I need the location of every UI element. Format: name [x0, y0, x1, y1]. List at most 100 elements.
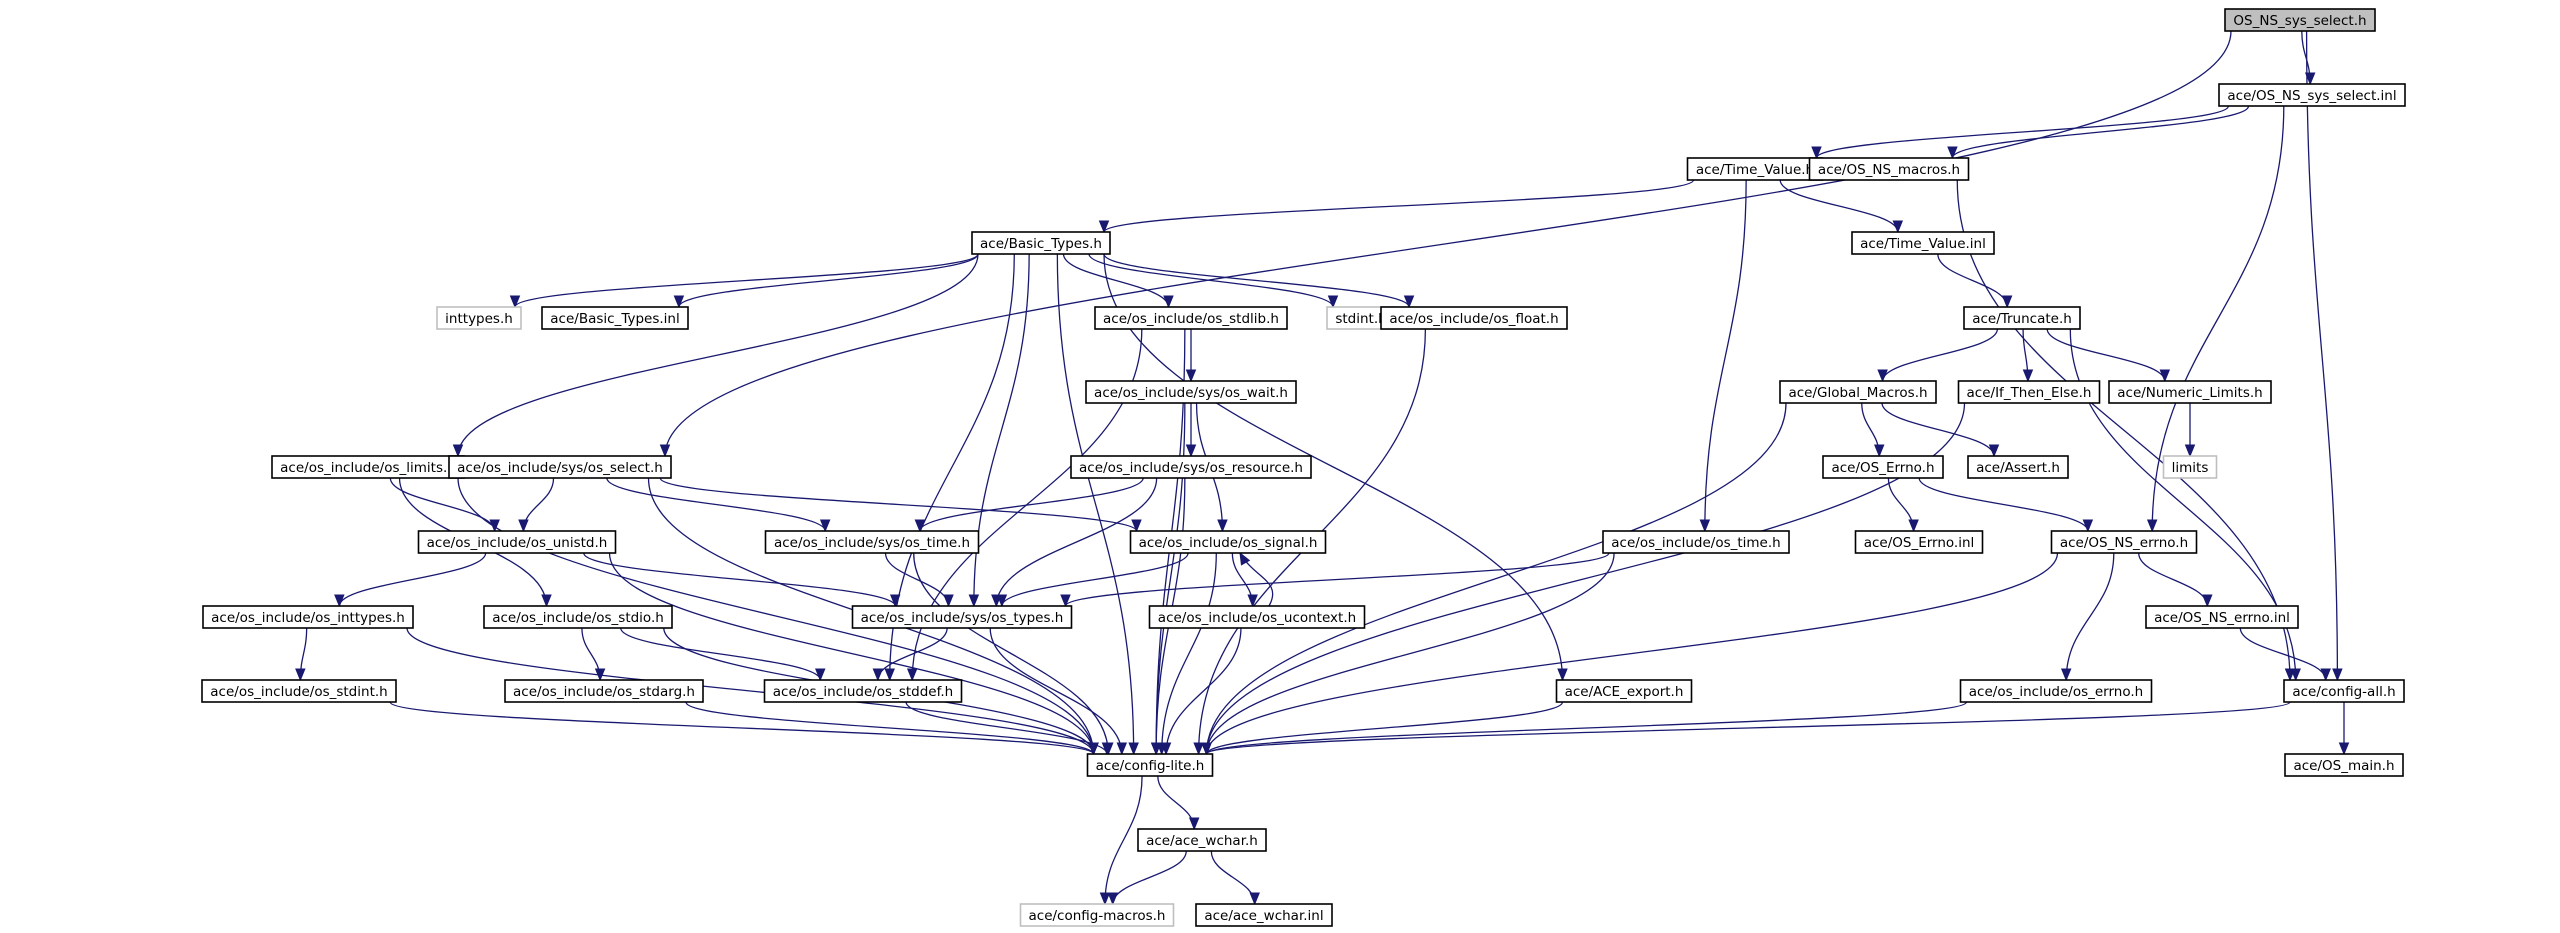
- node-os-select[interactable]: ace/os_include/sys/os_select.h: [448, 455, 672, 479]
- node-label: ace/config-all.h: [2292, 684, 2395, 700]
- node-time-value-inl[interactable]: ace/Time_Value.inl: [1851, 231, 1995, 255]
- edge-line: [664, 30, 2232, 457]
- node-box: [851, 605, 1073, 629]
- node-box: [1129, 530, 1327, 554]
- node-box: [417, 530, 617, 554]
- node-label: ace/config-macros.h: [1029, 908, 1166, 924]
- node-box: [1019, 903, 1175, 927]
- node-os-stdarg[interactable]: ace/os_include/os_stdarg.h: [504, 679, 704, 703]
- node-os-ns-errno-inl[interactable]: ace/OS_NS_errno.inl: [2145, 605, 2299, 629]
- node-os-wait[interactable]: ace/os_include/sys/os_wait.h: [1085, 380, 1297, 404]
- node-box: [2162, 455, 2218, 479]
- arrowhead: [2146, 519, 2158, 533]
- node-box: [448, 455, 672, 479]
- node-os-unistd[interactable]: ace/os_include/os_unistd.h: [417, 530, 617, 554]
- edge-line: [1088, 253, 1334, 308]
- arrowhead: [541, 594, 552, 608]
- node-os-ucontext[interactable]: ace/os_include/os_ucontext.h: [1148, 605, 1366, 629]
- edge-os-signal-to-os-types: [996, 552, 1189, 608]
- edge-line: [1956, 179, 2291, 681]
- edge-os-ns-errno-h-to-os-errno: [2060, 552, 2115, 682]
- arrowhead: [1699, 519, 1711, 533]
- node-ace-export[interactable]: ace/ACE_export.h: [1555, 679, 1693, 703]
- edge-line: [995, 477, 1158, 607]
- node-numeric-limits[interactable]: ace/Numeric_Limits.h: [2108, 380, 2272, 404]
- node-box: [2284, 753, 2404, 777]
- node-root[interactable]: OS_NS_sys_select.h: [2224, 8, 2376, 32]
- edge-line: [1056, 253, 1135, 755]
- node-os-float[interactable]: ace/os_include/os_float.h: [1380, 306, 1568, 330]
- node-os-resource[interactable]: ace/os_include/sys/os_resource.h: [1070, 455, 1312, 479]
- edge-os-select-to-os-unistd: [518, 477, 555, 533]
- node-os-inttypes[interactable]: ace/os_include/os_inttypes.h: [202, 605, 414, 629]
- edge-os-ns-errno-h-to-os-ns-errno-inl: [2138, 552, 2213, 608]
- node-label: ace/OS_main.h: [2293, 758, 2394, 774]
- edge-os-select-to-sys-os-time: [606, 477, 831, 533]
- node-label: ace/os_include/os_inttypes.h: [211, 610, 405, 626]
- edge-line: [1205, 701, 2291, 755]
- edge-line: [1103, 253, 1410, 308]
- node-os-time[interactable]: ace/os_include/os_time.h: [1602, 530, 1790, 554]
- node-os-errno-h[interactable]: ace/OS_Errno.h: [1822, 455, 1944, 479]
- node-time-value-h[interactable]: ace/Time_Value.h: [1686, 157, 1824, 181]
- arrowhead: [2060, 668, 2072, 682]
- node-box: [2108, 380, 2272, 404]
- arrowhead: [2082, 519, 2094, 533]
- node-stdint[interactable]: stdint.h: [1326, 306, 1396, 330]
- node-os-stdlib[interactable]: ace/os_include/os_stdlib.h: [1094, 306, 1288, 330]
- edge-line: [522, 477, 555, 532]
- node-label: ace/os_include/os_signal.h: [1139, 535, 1318, 551]
- arrowhead: [1217, 519, 1228, 533]
- node-os-ns-macros[interactable]: ace/OS_NS_macros.h: [1808, 157, 1970, 181]
- node-global-macros[interactable]: ace/Global_Macros.h: [1779, 380, 1937, 404]
- node-config-lite[interactable]: ace/config-lite.h: [1086, 753, 1214, 777]
- node-box: [2050, 530, 2198, 554]
- node-label: OS_NS_sys_select.h: [2233, 13, 2366, 29]
- node-inttypes[interactable]: inttypes.h: [436, 306, 522, 330]
- edge-os-resource-to-sys-os-time: [914, 477, 1144, 533]
- edge-basic-types-to-os-float: [1103, 253, 1415, 309]
- arrowhead: [1101, 742, 1113, 756]
- node-config-all[interactable]: ace/config-all.h: [2283, 679, 2405, 703]
- arrowhead: [2202, 594, 2213, 608]
- node-label: ace/ACE_export.h: [1565, 684, 1684, 700]
- node-sys-os-time[interactable]: ace/os_include/sys/os_time.h: [764, 530, 980, 554]
- node-os-ns-errno-h[interactable]: ace/OS_NS_errno.h: [2050, 530, 2198, 554]
- node-config-macros[interactable]: ace/config-macros.h: [1019, 903, 1175, 927]
- node-basic-types[interactable]: ace/Basic_Types.h: [971, 231, 1111, 255]
- node-os-stddef[interactable]: ace/os_include/os_stddef.h: [763, 679, 963, 703]
- node-os-errno[interactable]: ace/os_include/os_errno.h: [1959, 679, 2153, 703]
- arrowhead: [2304, 72, 2316, 86]
- node-label: ace/os_include/os_stdio.h: [492, 610, 664, 626]
- node-truncate[interactable]: ace/Truncate.h: [1963, 306, 2081, 330]
- node-box: [483, 605, 673, 629]
- node-os-limits[interactable]: ace/os_include/os_limits.h: [271, 455, 465, 479]
- edge-ace-wchar-h-to-ace-wchar-inl: [1210, 850, 1260, 906]
- edge-line: [2046, 328, 2166, 382]
- node-assert[interactable]: ace/Assert.h: [1967, 455, 2069, 479]
- edge-line: [1704, 179, 1747, 532]
- arrowhead: [509, 295, 521, 309]
- node-basic-types-inl[interactable]: ace/Basic_Types.inl: [541, 306, 689, 330]
- edge-os-signal-to-os-ucontext: [1231, 552, 1258, 608]
- node-ace-wchar-inl[interactable]: ace/ace_wchar.inl: [1195, 903, 1333, 927]
- node-os-stdio[interactable]: ace/os_include/os_stdio.h: [483, 605, 673, 629]
- node-if-then-else[interactable]: ace/If_Then_Else.h: [1957, 380, 2101, 404]
- node-os-errno-inl[interactable]: ace/OS_Errno.inl: [1854, 530, 1984, 554]
- arrowhead: [1557, 668, 1568, 682]
- edge-truncate-to-if-then-else: [2022, 328, 2034, 383]
- node-label: ace/os_include/os_stddef.h: [773, 684, 953, 700]
- node-sys-select-inl[interactable]: ace/OS_NS_sys_select.inl: [2218, 83, 2406, 107]
- node-label: ace/os_include/os_time.h: [1611, 535, 1780, 551]
- edge-config-lite-to-config-macros: [1099, 775, 1143, 906]
- arrowhead: [968, 594, 980, 608]
- node-os-types[interactable]: ace/os_include/sys/os_types.h: [851, 605, 1073, 629]
- node-os-signal[interactable]: ace/os_include/os_signal.h: [1129, 530, 1327, 554]
- edge-line: [1157, 775, 1195, 830]
- node-os-main[interactable]: ace/OS_main.h: [2284, 753, 2404, 777]
- edge-line: [583, 552, 896, 607]
- node-ace-wchar-h[interactable]: ace/ace_wchar.h: [1137, 828, 1267, 852]
- arrowhead: [1892, 220, 1904, 234]
- node-limits[interactable]: limits: [2162, 455, 2218, 479]
- node-os-stdint[interactable]: ace/os_include/os_stdint.h: [201, 679, 397, 703]
